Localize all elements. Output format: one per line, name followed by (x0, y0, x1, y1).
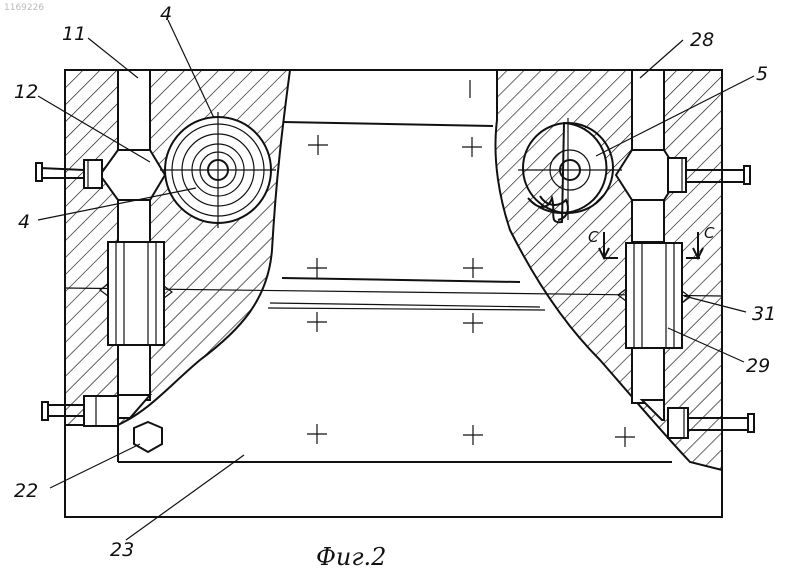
label-4-left: 4 (18, 211, 30, 233)
label-22: 22 (14, 480, 38, 502)
label-23: 23 (110, 539, 134, 561)
right-insert-29 (618, 243, 690, 348)
left-mold-half (65, 70, 290, 425)
label-c-left: C (588, 228, 599, 246)
hex-nut (134, 422, 162, 452)
label-c-right: C (704, 224, 715, 242)
figure-caption: Фиг.2 (316, 543, 386, 571)
label-29: 29 (746, 355, 770, 377)
label-31: 31 (752, 303, 776, 325)
label-4-top: 4 (160, 3, 172, 25)
label-5: 5 (756, 63, 768, 85)
label-11: 11 (62, 23, 86, 45)
label-28: 28 (690, 29, 714, 51)
left-insert (100, 242, 172, 345)
label-12: 12 (14, 81, 38, 103)
document-stamp: 1169226 (4, 3, 44, 13)
